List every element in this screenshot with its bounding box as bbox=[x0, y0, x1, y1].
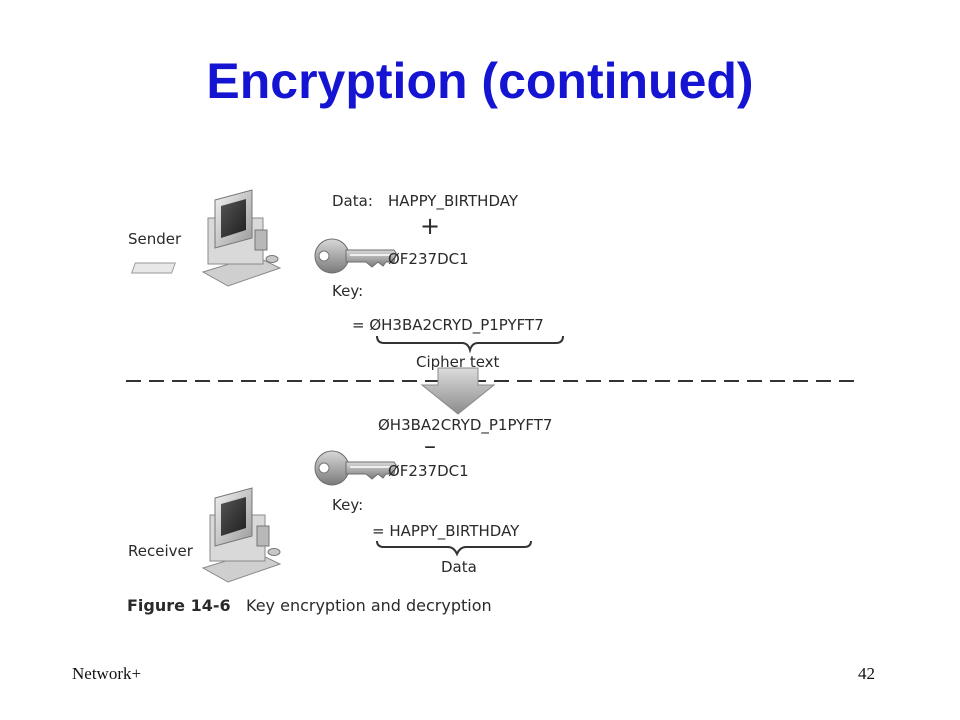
figure-caption: Key encryption and decryption bbox=[246, 596, 492, 615]
key-label-top: Key: bbox=[332, 282, 364, 300]
sender-label: Sender bbox=[128, 230, 182, 248]
page-number: 42 bbox=[858, 664, 875, 683]
cipher-text-label: Cipher text bbox=[416, 353, 500, 371]
plus-operator: + bbox=[420, 212, 441, 240]
footer-course-label: Network+ bbox=[72, 664, 142, 683]
slide-title: Encryption (continued) bbox=[206, 53, 754, 109]
encryption-key-icon bbox=[314, 238, 397, 274]
key-label-bottom: Key: bbox=[332, 496, 364, 514]
received-cipher-value: ØH3BA2CRYD_P1PYFT7 bbox=[378, 416, 553, 434]
cipher-brace bbox=[376, 335, 564, 354]
receiver-label: Receiver bbox=[128, 542, 193, 560]
data-brace bbox=[376, 540, 532, 557]
key-value-bottom: ØF237DC1 bbox=[388, 462, 469, 480]
plaintext-value: HAPPY_BIRTHDAY bbox=[388, 192, 518, 210]
transmission-arrow-icon bbox=[420, 367, 496, 415]
decryption-key-icon bbox=[314, 450, 397, 486]
decrypted-data-value: = HAPPY_BIRTHDAY bbox=[372, 522, 520, 540]
cipher-text-value: = ØH3BA2CRYD_P1PYFT7 bbox=[352, 316, 544, 334]
data-prefix-label: Data: bbox=[332, 192, 373, 210]
receiver-computer-icon bbox=[201, 487, 282, 583]
minus-operator: – bbox=[424, 432, 436, 460]
data-label: Data bbox=[441, 558, 477, 576]
key-value-top: ØF237DC1 bbox=[388, 250, 469, 268]
sender-computer-icon bbox=[130, 189, 282, 287]
figure-number: Figure 14-6 bbox=[127, 596, 231, 615]
